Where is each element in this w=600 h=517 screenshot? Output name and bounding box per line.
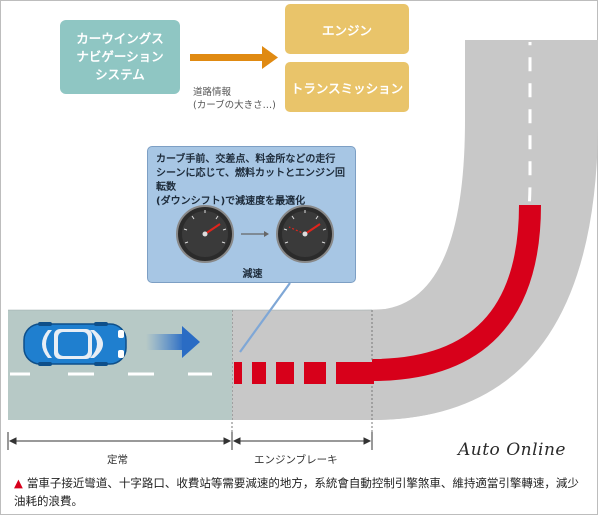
deceleration-label: 減速	[242, 269, 263, 280]
caption: ▲當車子接近彎道、十字路口、收費站等需要減速的地方，系統會自動控制引擎煞車、維持…	[14, 474, 589, 510]
tachometer-after-icon	[276, 205, 334, 263]
caption-triangle-icon: ▲	[14, 476, 23, 490]
flow-arrow-icon	[190, 46, 278, 69]
caption-text: 當車子接近彎道、十字路口、收費站等需要減速的地方，系統會自動控制引擎煞車、維持適…	[14, 476, 579, 508]
tachometer-diagram	[176, 205, 334, 263]
dimension-lines	[7, 432, 373, 450]
road-info-label: 道路情報 (カーブの大きさ…)	[193, 87, 276, 111]
callout-pointer	[239, 282, 291, 353]
transmission-box: トランスミッション	[285, 62, 409, 112]
navigation-system-box: カーウイングス ナビゲーション システム	[60, 20, 180, 94]
engine-brake-zone-label: エンジンブレーキ	[254, 454, 338, 466]
callout-box: カーブ手前、交差点、料金所などの走行 シーンに応じて、燃料カットとエンジン回転数…	[147, 146, 356, 283]
motion-arrow-icon	[146, 326, 200, 358]
transition-arrow-icon	[241, 231, 269, 237]
brake-stripe-blocks	[234, 362, 374, 384]
normal-zone-label: 定常	[107, 454, 128, 466]
brake-stripe-curve	[371, 204, 541, 381]
car-icon	[23, 322, 127, 366]
callout-text: カーブ手前、交差点、料金所などの走行 シーンに応じて、燃料カットとエンジン回転数…	[156, 154, 345, 207]
curved-road-body	[372, 40, 598, 420]
watermark: Auto Online	[458, 440, 566, 460]
engine-box: エンジン	[285, 4, 409, 54]
tachometer-before-icon	[176, 205, 234, 263]
